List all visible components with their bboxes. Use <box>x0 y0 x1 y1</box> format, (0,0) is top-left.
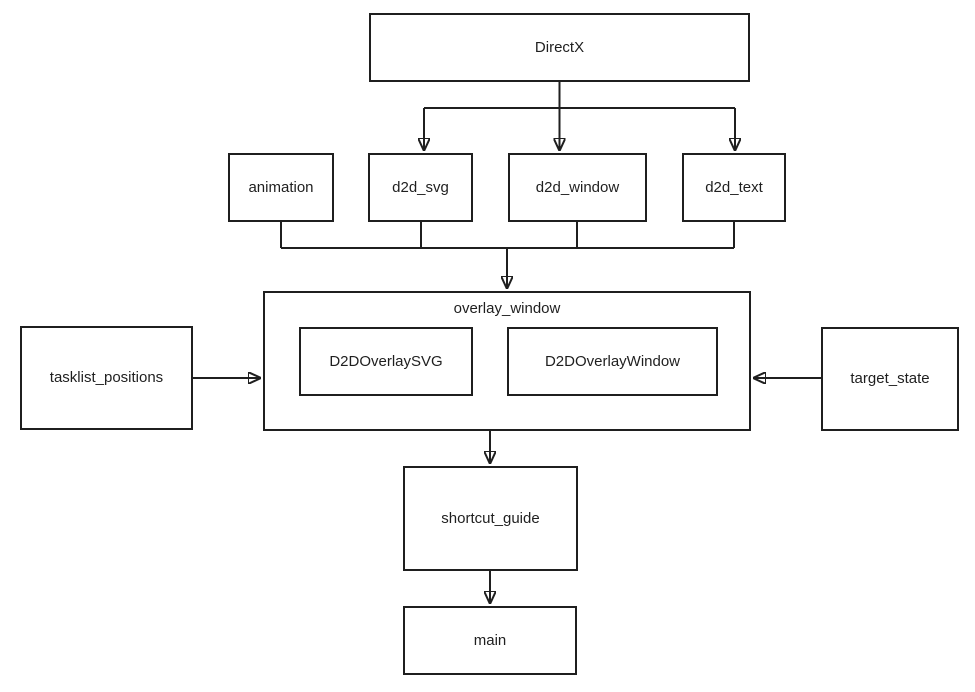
node-shortcut_guide: shortcut_guide <box>403 466 578 571</box>
node-d2d_text: d2d_text <box>682 153 786 222</box>
node-target_state: target_state <box>821 327 959 431</box>
node-directx: DirectX <box>369 13 750 82</box>
node-animation: animation <box>228 153 334 222</box>
node-d2d_overlay_window-label: D2DOverlayWindow <box>544 352 681 370</box>
node-d2d_window: d2d_window <box>508 153 647 222</box>
node-d2d_window-label: d2d_window <box>535 178 620 196</box>
node-directx-label: DirectX <box>534 38 585 56</box>
node-overlay_window-label: overlay_window <box>453 300 561 317</box>
node-tasklist_positions-label: tasklist_positions <box>49 369 164 386</box>
node-d2d_svg: d2d_svg <box>368 153 473 222</box>
node-d2d_overlay_window: D2DOverlayWindow <box>507 327 718 396</box>
node-d2d_overlay_svg-label: D2DOverlaySVG <box>329 352 443 370</box>
node-d2d_svg-label: d2d_svg <box>392 178 449 196</box>
node-tasklist_positions: tasklist_positions <box>20 326 193 430</box>
node-main-label: main <box>473 631 507 649</box>
node-d2d_text-label: d2d_text <box>705 178 763 196</box>
node-shortcut_guide-label: shortcut_guide <box>441 509 540 527</box>
node-target_state-label: target_state <box>850 370 930 387</box>
node-animation-label: animation <box>248 178 314 196</box>
node-d2d_overlay_svg: D2DOverlaySVG <box>299 327 473 396</box>
node-main: main <box>403 606 577 675</box>
